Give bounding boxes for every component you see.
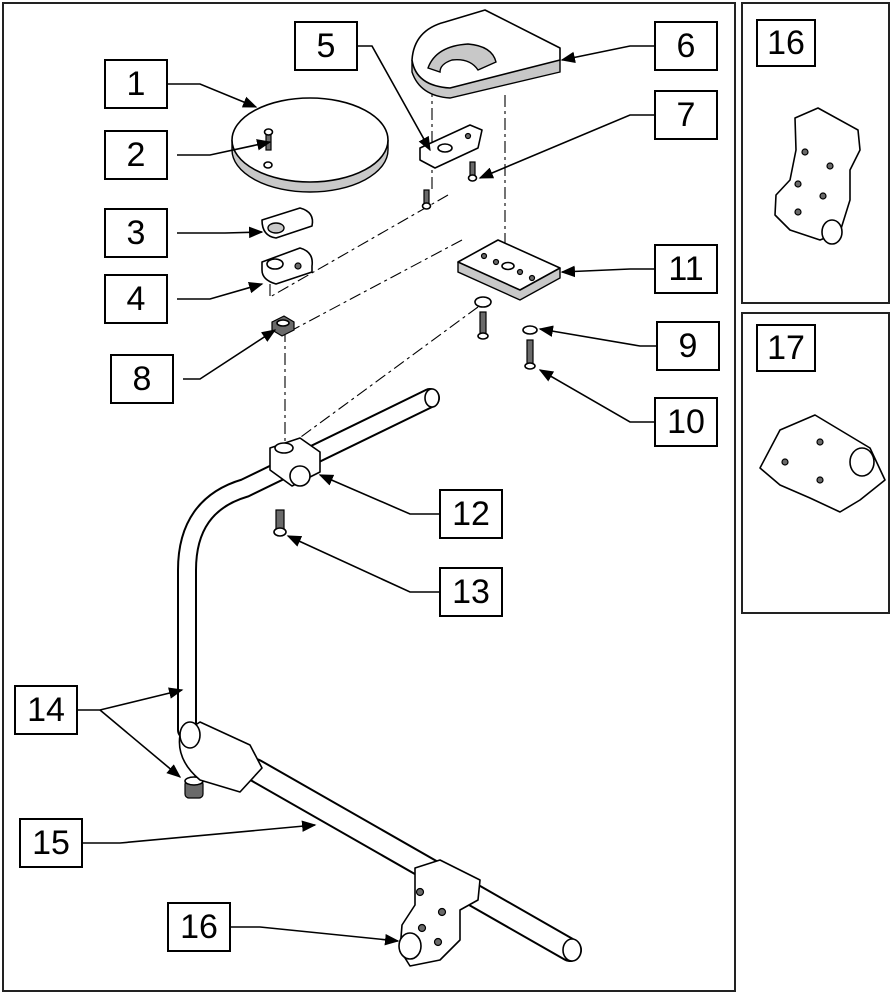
washers-and-screws-part	[474, 296, 538, 370]
small-screws-part	[421, 161, 478, 210]
callout-14: 14	[14, 685, 78, 735]
callout-7: 7	[654, 90, 718, 140]
callout-16-detail: 16	[756, 19, 816, 67]
tube-clamp-part	[269, 437, 321, 487]
round-plate-part	[231, 97, 389, 193]
callout-11-label: 11	[668, 250, 703, 288]
callout-5-label: 5	[317, 27, 336, 65]
callout-11: 11	[654, 244, 718, 294]
callout-1: 1	[104, 59, 168, 109]
callout-9-label: 9	[679, 327, 698, 365]
plate-screw-part	[263, 128, 274, 151]
assembly-lines	[194, 85, 506, 780]
tube-end-cap-part	[184, 776, 204, 799]
detail-17-clamp-illustration	[759, 414, 886, 513]
callout-8: 8	[110, 354, 174, 404]
callout-14-label: 14	[27, 691, 65, 729]
callout-3: 3	[104, 208, 168, 258]
callout-8-label: 8	[133, 360, 152, 398]
tube-mount-clamp-part	[398, 859, 481, 967]
callout-10: 10	[654, 397, 718, 447]
callout-3-label: 3	[127, 214, 146, 252]
callout-6-label: 6	[677, 27, 696, 65]
callout-17-detail-label: 17	[767, 329, 805, 367]
mount-plate-part	[457, 239, 561, 301]
callout-12-label: 12	[452, 495, 490, 533]
callout-4: 4	[104, 274, 168, 324]
callout-7-label: 7	[677, 96, 696, 134]
callout-13-label: 13	[452, 573, 490, 611]
callout-5: 5	[294, 21, 358, 71]
clamp-screw-part	[273, 509, 287, 537]
lower-clamp-block-part	[261, 247, 314, 285]
callout-16: 16	[167, 902, 231, 952]
callout-2: 2	[104, 130, 168, 180]
callout-16-label: 16	[180, 908, 218, 946]
callout-15: 15	[19, 818, 83, 868]
long-tube-part	[178, 721, 582, 962]
callout-17-detail: 17	[756, 324, 816, 372]
callout-1-label: 1	[127, 65, 146, 103]
callout-10-label: 10	[667, 403, 705, 441]
callout-16-detail-label: 16	[767, 24, 805, 62]
leader-lines	[77, 45, 657, 946]
callout-2-label: 2	[127, 136, 146, 174]
callout-13: 13	[439, 567, 503, 617]
armrest-pad-part	[411, 9, 561, 99]
bracket-part	[419, 124, 483, 169]
callout-4-label: 4	[127, 280, 146, 318]
callout-12: 12	[439, 489, 503, 539]
bent-tube-part	[177, 388, 440, 740]
nut-part	[271, 315, 295, 337]
detail-16-clamp-illustration	[774, 107, 861, 245]
upper-clamp-block-part	[261, 207, 314, 239]
callout-6: 6	[654, 21, 718, 71]
callout-9: 9	[656, 321, 720, 371]
callout-15-label: 15	[32, 824, 70, 862]
